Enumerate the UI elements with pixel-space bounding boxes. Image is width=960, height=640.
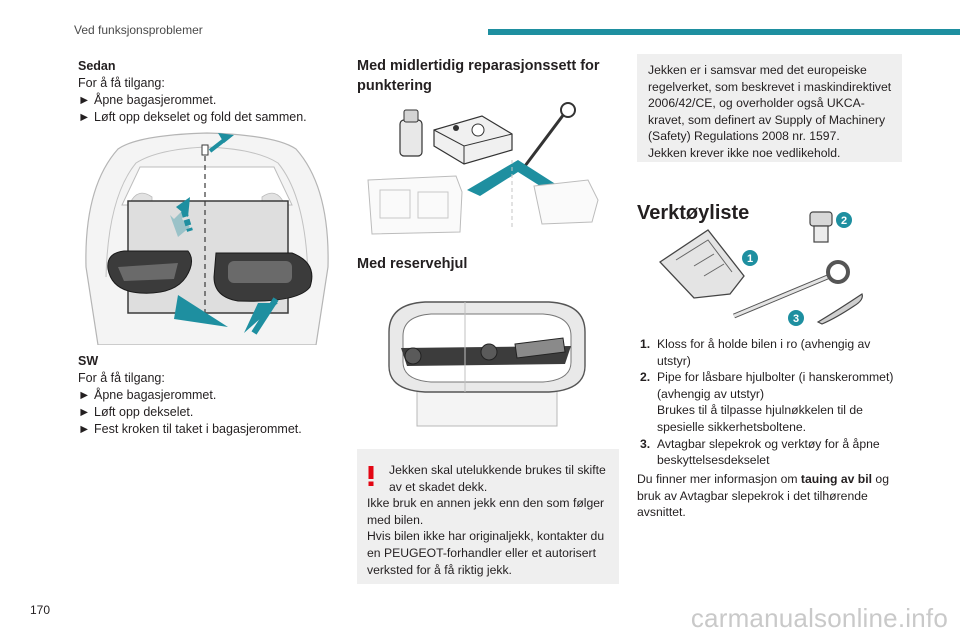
list-number: 3. [640, 436, 651, 451]
sedan-section: Sedan For å få tilgang: ►Åpne bagasjerom… [78, 58, 336, 126]
sw-step: ►Fest kroken til taket i bagasjerommet. [78, 421, 336, 438]
list-item: 2. Pipe for låsbare hjulbolter (i hanske… [640, 369, 902, 435]
tool-list: 1. Kloss for å holde bilen i ro (avhengi… [640, 336, 902, 469]
callout-2: 2 [841, 215, 847, 227]
list-number: 1. [640, 337, 651, 351]
spare-wheel-heading: Med reservehjul [357, 256, 468, 272]
sw-step-3: Fest kroken til taket i bagasjerommet. [94, 422, 302, 436]
page-number: 170 [30, 603, 51, 617]
sedan-heading: Sedan [78, 59, 116, 73]
info-text: Jekken er i samsvar med det europeiske r… [648, 62, 896, 162]
callout-1: 1 [747, 253, 753, 265]
list-item-text: Avtagbar slepekrok og verktøy for å åpne… [657, 436, 880, 468]
sedan-step-2: Løft opp dekselet og fold det sammen. [94, 110, 307, 124]
watermark: carmanualsonline.info [690, 603, 948, 633]
warning-paragraph-1: Jekken skal utelukkende brukes til skift… [389, 463, 606, 494]
trunk-illustration [85, 132, 329, 345]
info-paragraph-2: Jekken krever ikke noe vedlikehold. [648, 145, 841, 160]
step-arrow-icon: ► [78, 110, 91, 124]
sw-step: ►Løft opp dekselet. [78, 404, 336, 421]
repair-kit-heading: Med midlertidig reparasjonssett for punk… [357, 58, 600, 94]
sw-step-2: Løft opp dekselet. [94, 405, 194, 419]
sw-intro: For å få tilgang: [78, 371, 165, 385]
sw-step: ►Åpne bagasjerommet. [78, 387, 336, 404]
more-info-text-end: og bruk av Avtagbar slepekrok i det tilh… [637, 472, 889, 520]
header-accent-bar [488, 29, 960, 35]
spare-wheel-illustration [388, 301, 586, 427]
sw-heading: SW [78, 354, 99, 368]
exclamation-icon [368, 466, 374, 486]
tool-list-heading: Verktøyliste [637, 202, 750, 224]
sw-step-1: Åpne bagasjerommet. [94, 388, 217, 402]
repair-kit-illustration [367, 102, 599, 235]
list-item-text: Brukes til å tilpasse hjulnøkkelen til d… [657, 403, 863, 434]
sedan-step: ►Åpne bagasjerommet. [78, 92, 336, 109]
warning-text: Jekken skal utelukkende brukes til skift… [367, 462, 613, 578]
step-arrow-icon: ► [78, 388, 91, 402]
list-item-text: Pipe for låsbare hjulbolter (i hanskerom… [657, 370, 894, 401]
list-item: 3. Avtagbar slepekrok og verktøy for å å… [640, 436, 902, 469]
sedan-step-1: Åpne bagasjerommet. [94, 93, 217, 107]
list-item: 1. Kloss for å holde bilen i ro (avhengi… [640, 336, 902, 369]
warning-box [357, 449, 619, 584]
warning-paragraph-2: Ikke bruk en annen jekk enn den som følg… [367, 496, 605, 527]
warning-paragraph-3: Hvis bilen ikke har originaljekk, kontak… [367, 529, 605, 577]
callout-3: 3 [793, 313, 799, 325]
more-info-text: Du finner mer informasjon om [637, 472, 801, 486]
running-header: Ved funksjonsproblemer [74, 23, 203, 37]
towing-link-text: tauing av bil [800, 472, 873, 486]
info-box [637, 54, 902, 162]
step-arrow-icon: ► [78, 422, 91, 436]
list-number: 2. [640, 370, 651, 385]
sedan-intro: For å få tilgang: [78, 76, 165, 90]
list-item-text: Kloss for å holde bilen i ro (avhengig a… [657, 337, 871, 368]
more-info-paragraph: Du finner mer informasjon om tauing av b… [637, 471, 899, 521]
tool-list-illustration: 1 2 3 [658, 211, 863, 326]
step-arrow-icon: ► [78, 93, 91, 107]
step-arrow-icon: ► [78, 405, 91, 419]
sedan-step: ►Løft opp dekselet og fold det sammen. [78, 109, 336, 126]
sw-section: SW For å få tilgang: ►Åpne bagasjerommet… [78, 353, 336, 438]
info-paragraph-1: Jekken er i samsvar med det europeiske r… [648, 63, 892, 144]
